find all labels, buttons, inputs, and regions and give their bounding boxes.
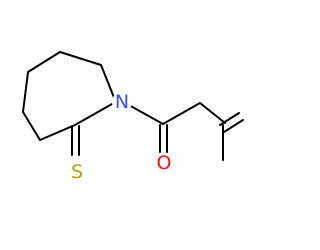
chain-bond-n-carbonyl: [126, 103, 164, 125]
ring-bond-c1-c2: [59, 51, 102, 66]
oxygen-atom-label: O: [157, 152, 172, 174]
ring-bond-c6-n: [74, 103, 113, 126]
ring-bond-n-c1: [100, 64, 116, 101]
chain-bond-carbonyl-ch2: [162, 102, 201, 125]
alkene-bond-b: [223, 119, 244, 133]
ring-bond-c3-c4: [22, 71, 29, 113]
ring-bond-c4-c5: [22, 111, 41, 141]
ring-bond-c5-c6: [39, 124, 76, 141]
ring-bond-c2-c3: [27, 51, 61, 73]
alkene-bond-a: [219, 112, 240, 126]
sulfur-atom-label: S: [71, 161, 83, 183]
chain-bond-ch2-alkene: [199, 102, 226, 124]
structure-diagram: N S O: [22, 51, 244, 183]
nitrogen-atom-label: N: [115, 91, 129, 113]
molecule-canvas: N S O: [22, 51, 244, 183]
